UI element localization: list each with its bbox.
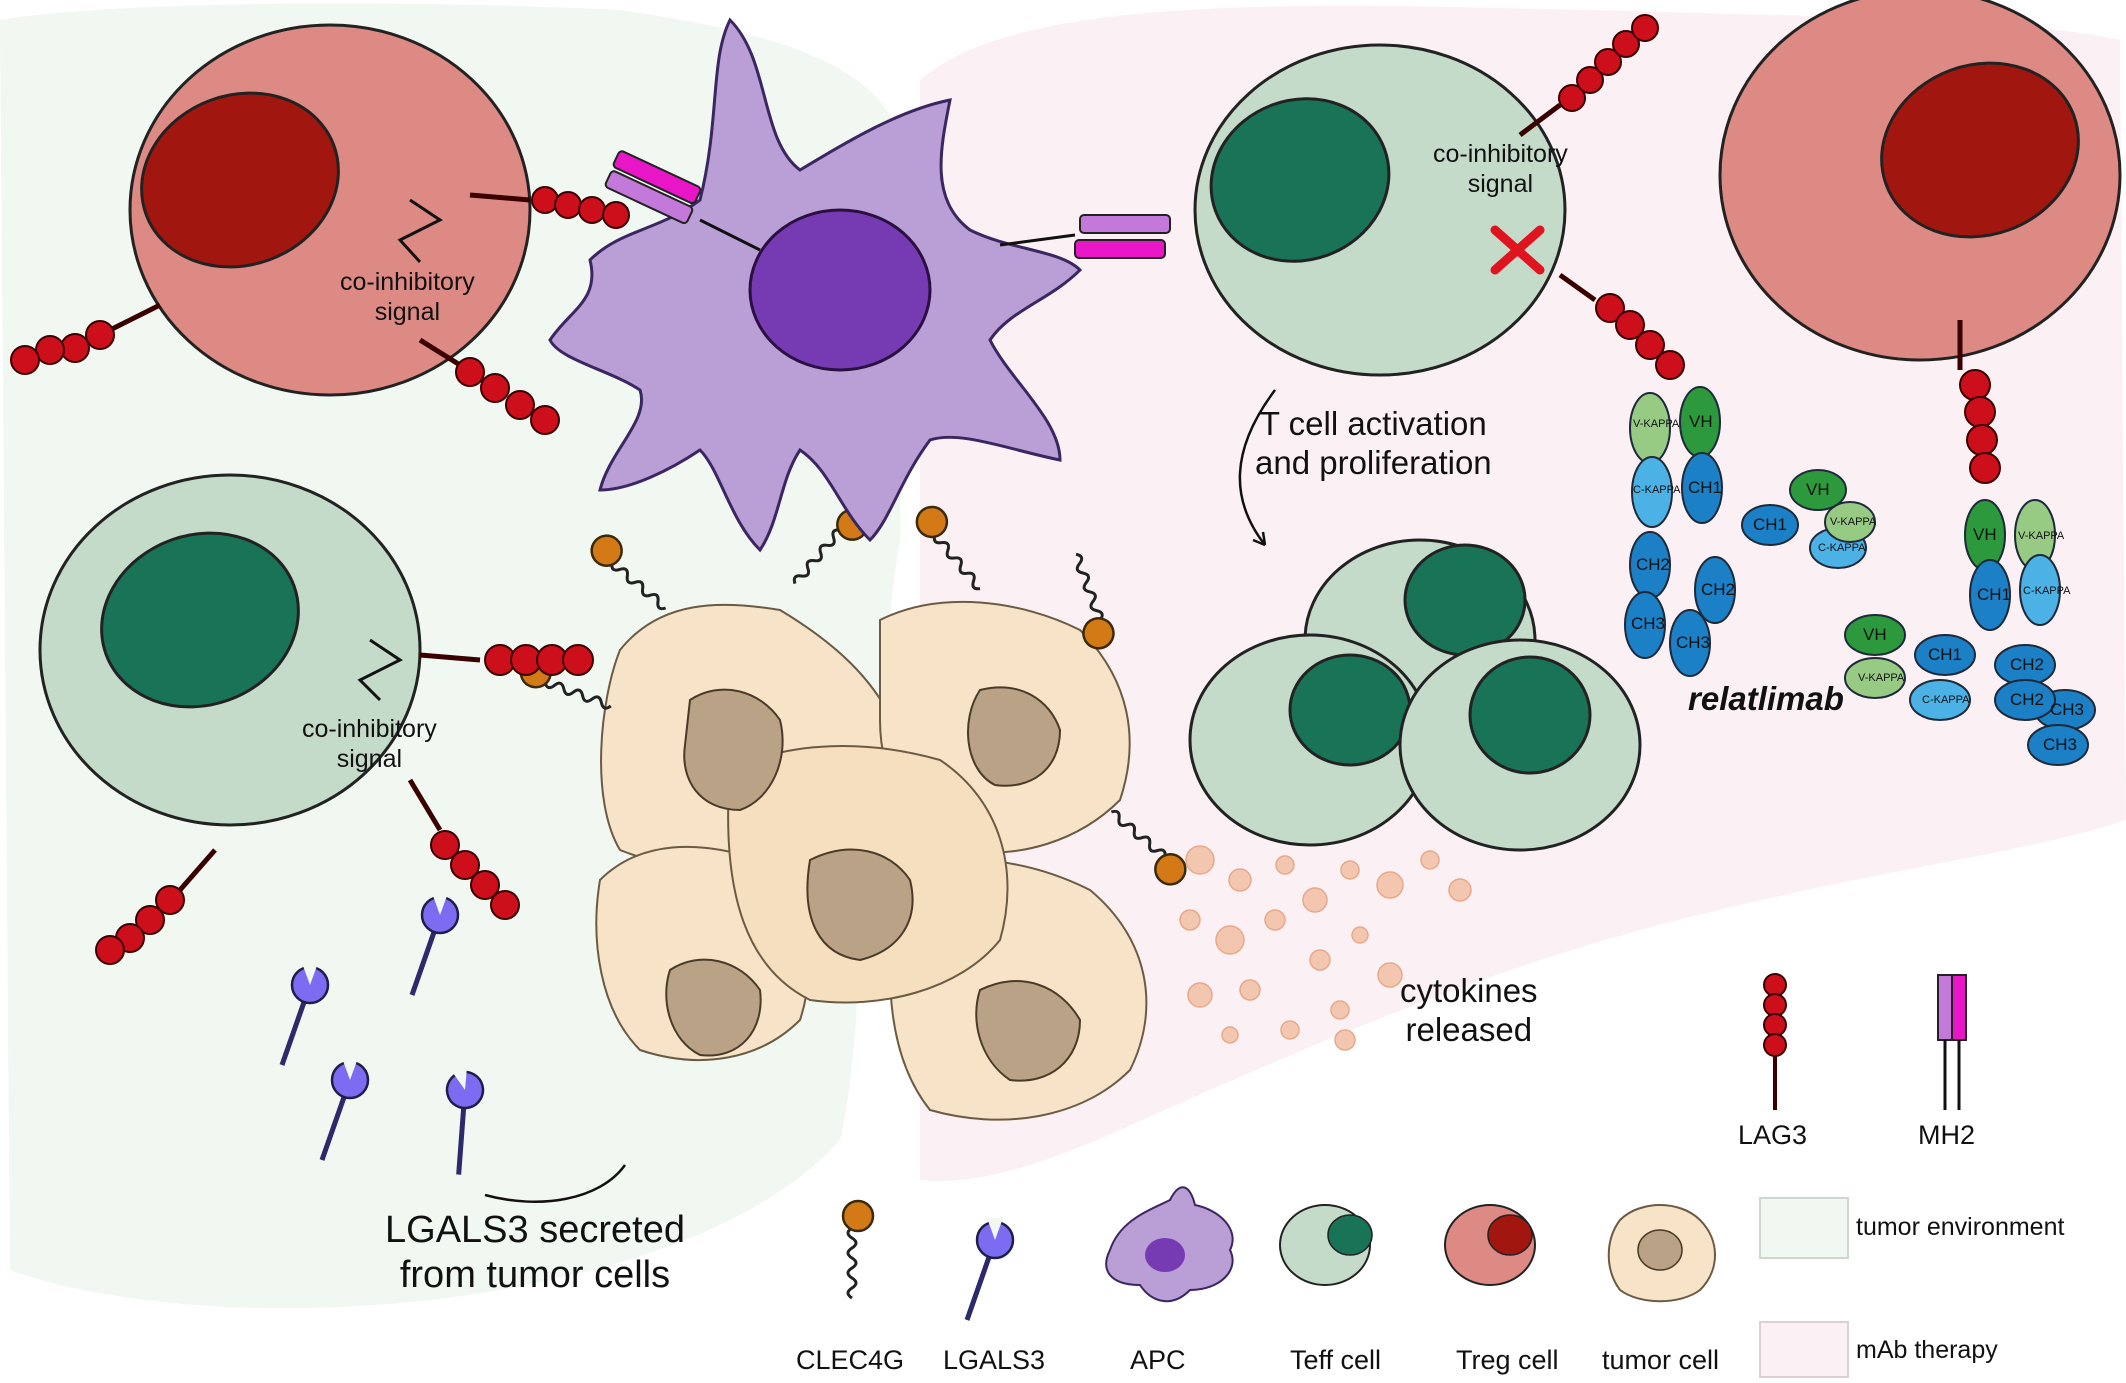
legend-label-lgals3: LGALS3 [943,1345,1046,1375]
activation-arrow [1238,389,1277,546]
ab-domain-ch2: CH2 [1636,555,1671,574]
tumor-nucleus [806,848,914,962]
relatlimab-label: relatlimab [1688,680,1844,717]
ab-domain-ckappa: C-KAPPA [1922,694,1970,706]
teff-cluster-proliferating [1188,538,1642,852]
ab-domain-ch3: CH3 [1676,633,1711,652]
legend-label-lag3: LAG3 [1738,1120,1808,1150]
treg-cell-top-left [128,23,532,397]
coinhibitory-signal-label-treg: co-inhibitory signal [340,268,475,326]
coinhibitory-signal-label-teff-right: co-inhibitory signal [1433,140,1568,198]
mhc2-receptors [604,150,1171,259]
legend-lag3-icon [1763,973,1787,1110]
signal-arrow [357,638,403,702]
legend-teff-icon [1279,1204,1373,1286]
ab-domain-ch1: CH1 [1977,585,2012,604]
ab-domain-vh: VH [1863,625,1887,644]
blocked-signal-x [1490,225,1545,275]
legend-lgals3-icon [967,1218,1013,1320]
antibody-right [1844,499,2096,766]
legend-tumor-environment-swatch [1759,1197,1849,1259]
lag3-receptors [10,14,2001,965]
ab-domain-vkappa: V-KAPPA [1633,418,1680,430]
legend-label-tumor: tumor cell [1602,1345,1720,1375]
legend-icons [841,973,1967,1378]
legend-treg-icon [1444,1204,1536,1286]
legend-mab-therapy-swatch [1759,1321,1849,1378]
teff-cell-top [1193,43,1567,377]
teff-nucleus [1209,97,1391,263]
signal-arrow [397,198,443,264]
treg-nucleus [1880,61,2080,239]
ab-domain-ckappa: C-KAPPA [1818,542,1866,554]
treg-cell-top-right [1718,0,2122,362]
ab-domain-ckappa: C-KAPPA [2023,585,2071,597]
teff-cell-left [38,473,422,827]
ab-domain-ch1: CH1 [1753,515,1788,534]
tumor-nucleus [665,958,762,1057]
tumor-nucleus [975,980,1082,1082]
ab-domain-vh: VH [1689,412,1713,431]
legend-label-tumor-environment: tumor environment [1856,1213,2065,1241]
ab-domain-vh: VH [1806,480,1830,499]
ab-domain-ch2: CH2 [2010,655,2045,674]
t-cell-activation-label: T cell activation and proliferation [1255,405,1492,481]
ab-domain-ckappa: C-KAPPA [1633,484,1681,496]
ab-domain-vkappa: V-KAPPA [2018,530,2065,542]
coinhibitory-signal-label-teff-left: co-inhibitory signal [302,715,437,773]
teff-nucleus [100,531,300,709]
lgals3-secreted-label: LGALS3 secreted from tumor cells [385,1209,685,1296]
legend-label-apc: APC [1130,1345,1186,1375]
legend-apc-icon [1105,1186,1234,1303]
legend-label-clec4g: CLEC4G [796,1345,905,1375]
antibody-left [1624,386,1876,677]
ab-domain-ch3: CH3 [2043,735,2078,754]
ab-domain-vkappa: V-KAPPA [1858,672,1905,684]
ab-domain-ch1: CH1 [1688,478,1723,497]
ab-domain-ch1: CH1 [1928,645,1963,664]
treg-nucleus [140,91,340,269]
legend-label-treg: Treg cell [1456,1345,1559,1375]
apc-cell [548,17,1083,553]
legend-label-teff: Teff cell [1290,1345,1382,1375]
ab-domain-ch3: CH3 [2050,700,2085,719]
tumor-nucleus [967,686,1062,787]
apc-nucleus [748,208,932,372]
legend-label-mh2: MH2 [1918,1120,1976,1150]
cytokines-released-label: cytokines released [1400,972,1538,1048]
legend-tumor-icon [1607,1204,1716,1303]
ab-domain-vh: VH [1973,525,1997,544]
secretion-arrow [484,1164,627,1203]
ab-domain-ch2: CH2 [1701,580,1736,599]
cytokine-droplets [1179,845,1472,1051]
ab-domain-ch3: CH3 [1631,614,1666,633]
ab-domain-ch2: CH2 [2010,690,2045,709]
legend-clec4g-icon [841,1199,875,1300]
ab-domain-vkappa: V-KAPPA [1830,516,1877,528]
tumor-nucleus [683,688,784,812]
legend-mh2-icon [1937,974,1967,1110]
tumor-cell-cluster [595,600,1148,1121]
legend-label-mab-therapy: mAb therapy [1856,1336,1998,1364]
